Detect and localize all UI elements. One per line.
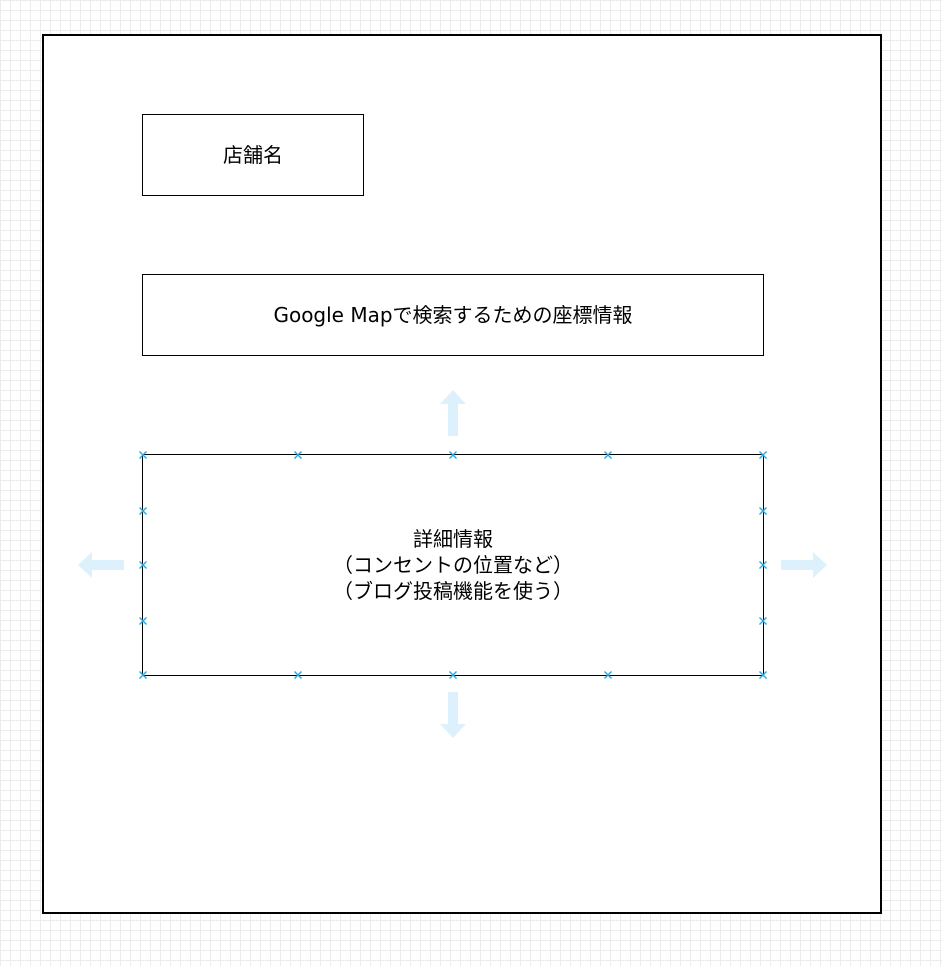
arrow-up-icon[interactable]: [440, 390, 466, 436]
details-box[interactable]: 詳細情報 （コンセントの位置など） （ブログ投稿機能を使う）: [142, 454, 764, 676]
details-label: 詳細情報 （コンセントの位置など） （ブログ投稿機能を使う）: [333, 527, 573, 603]
arrow-down-icon[interactable]: [440, 692, 466, 738]
arrow-right-icon[interactable]: [781, 552, 827, 578]
store-name-label: 店舗名: [223, 143, 283, 167]
map-coordinates-box[interactable]: Google Mapで検索するための座標情報: [142, 274, 764, 356]
arrow-left-icon[interactable]: [78, 552, 124, 578]
store-name-box[interactable]: 店舗名: [142, 114, 364, 196]
map-coordinates-label: Google Mapで検索するための座標情報: [273, 303, 633, 327]
